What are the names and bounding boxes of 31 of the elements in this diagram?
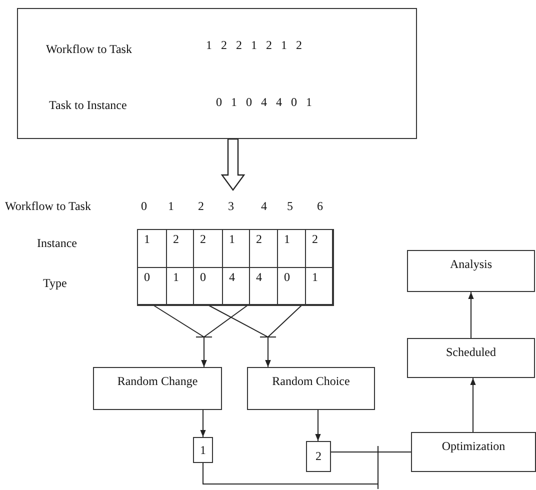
column-index: 5 — [287, 199, 293, 213]
column-index: 2 — [198, 199, 204, 213]
block-arrow — [220, 138, 246, 192]
arrow — [315, 410, 321, 442]
arrow — [200, 410, 206, 438]
column-index: 0 — [141, 199, 147, 213]
table-cell: 1 — [305, 267, 334, 306]
connector-line — [202, 452, 412, 484]
column-index: 4 — [261, 199, 267, 213]
column-index: 3 — [228, 199, 234, 213]
number-box: 1 — [193, 437, 213, 463]
value-sequence: 0 1 0 4 4 0 1 — [216, 95, 312, 109]
value-sequence: 1 2 2 1 2 1 2 — [206, 38, 302, 52]
column-index: 6 — [317, 199, 323, 213]
row-label: Task to Instance — [49, 98, 127, 112]
process-box: Optimization — [411, 432, 536, 472]
arrow — [265, 304, 302, 368]
row-label: Instance — [37, 236, 77, 250]
process-box: Scheduled — [407, 338, 535, 378]
row-label: Workflow to Task — [5, 199, 91, 213]
process-box: Random Change — [93, 367, 222, 410]
row-label: Type — [43, 276, 67, 290]
process-box: Random Choice — [247, 367, 375, 410]
number-box: 2 — [306, 441, 331, 472]
process-box: Analysis — [407, 250, 535, 292]
arrow — [468, 292, 474, 338]
arrow — [201, 304, 248, 368]
column-index: 1 — [168, 199, 174, 213]
arrow — [470, 378, 476, 432]
row-label: Workflow to Task — [46, 42, 132, 56]
data-table — [137, 229, 333, 305]
